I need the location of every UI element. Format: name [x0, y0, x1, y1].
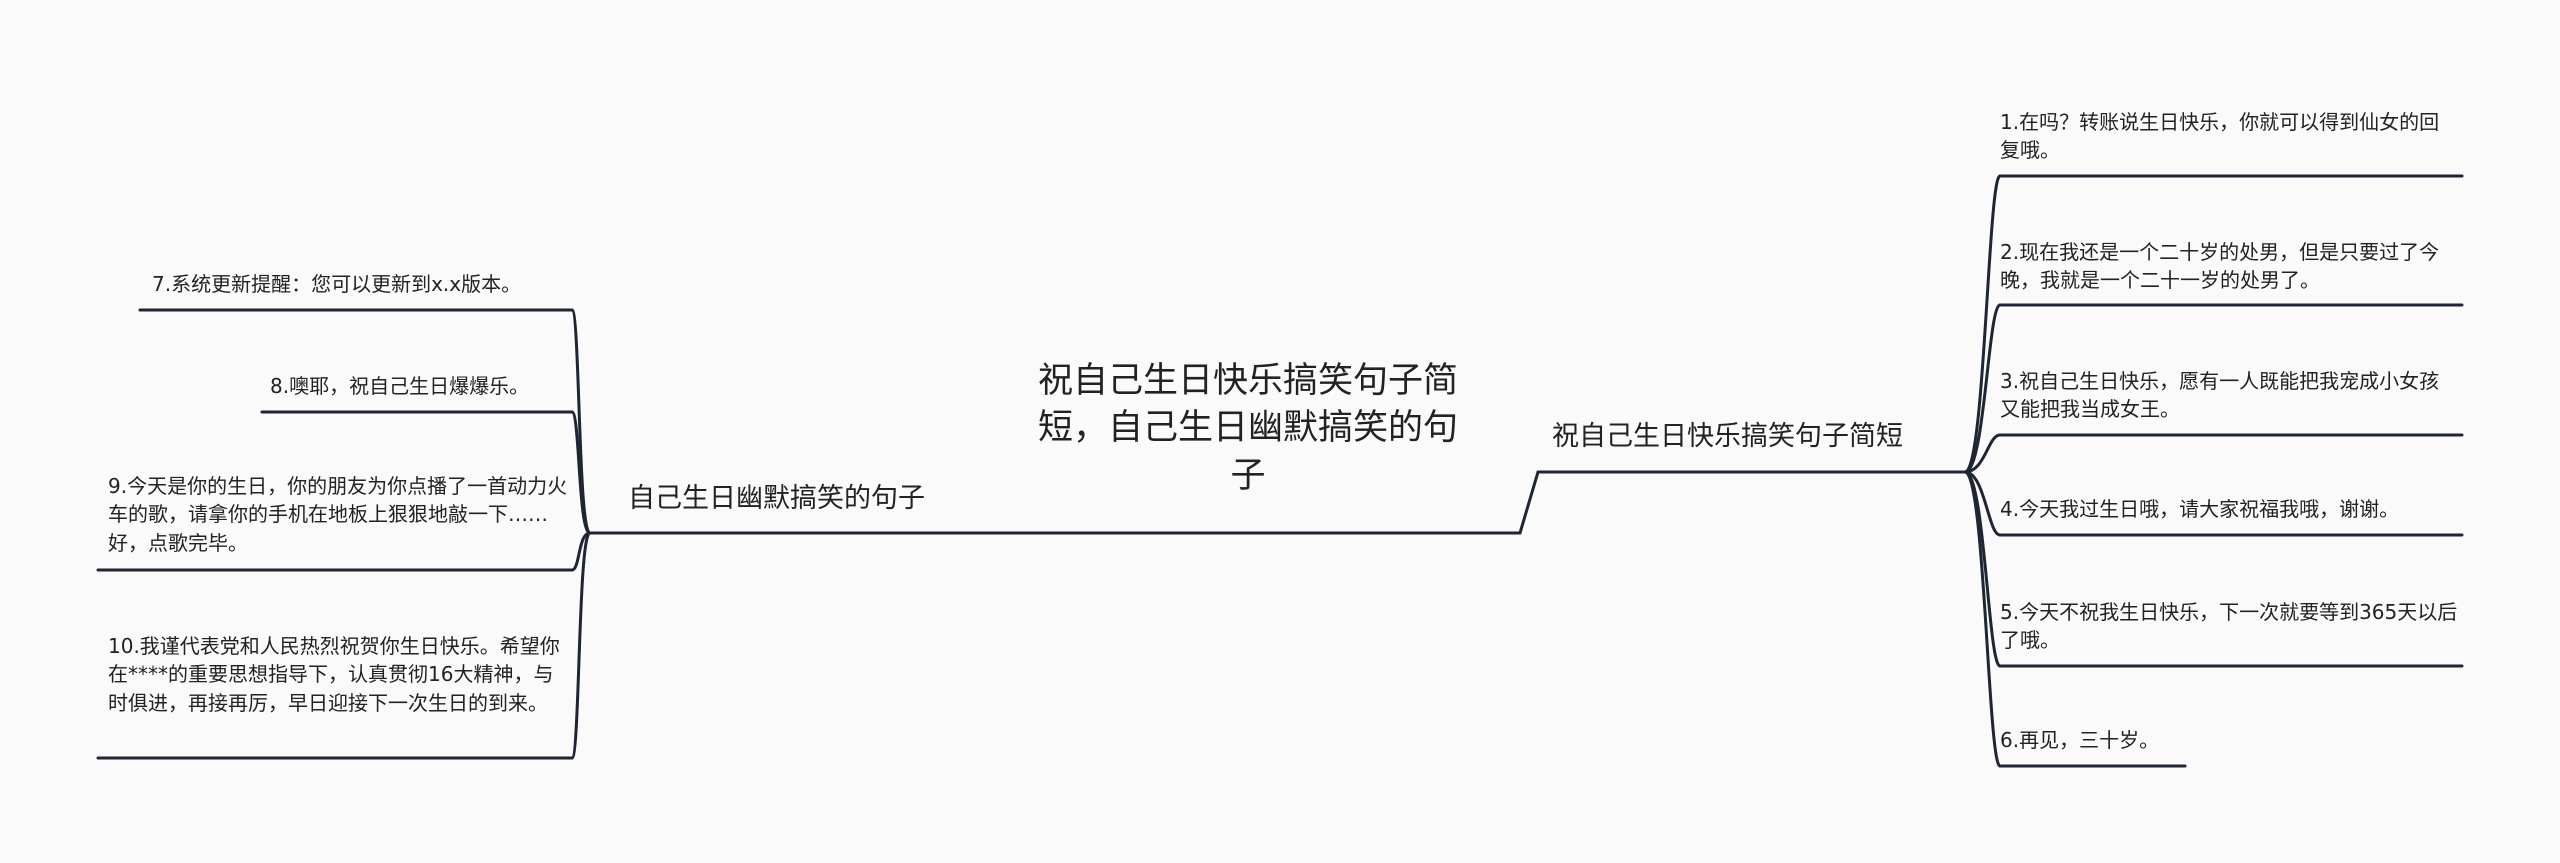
right-link-4	[1963, 470, 2002, 537]
right-link-3	[1963, 433, 2002, 474]
left-link-8	[570, 410, 592, 535]
left-leaf-8: 8.噢耶，祝自己生日爆爆乐。	[270, 374, 530, 398]
right-leaf-3: 3.祝自己生日快乐，愿有一人既能把我宠成小女孩又能把我当成女王。	[2000, 369, 2440, 422]
right-leaf-6: 6.再见，三十岁。	[2000, 728, 2160, 752]
right-branch-label: 祝自己生日快乐搞笑句子简短	[1552, 421, 1903, 452]
root-to-right-branch	[1518, 470, 1540, 535]
right-link-1	[1963, 174, 2002, 474]
left-branch-label: 自己生日幽默搞笑的句子	[628, 483, 925, 514]
right-leaf-4: 4.今天我过生日哦，请大家祝福我哦，谢谢。	[2000, 497, 2400, 521]
left-leaf-9: 9.今天是你的生日，你的朋友为你点播了一首动力火车的歌，请拿你的手机在地板上狠狠…	[108, 474, 568, 555]
right-link-2	[1963, 303, 2002, 474]
left-leaf-7: 7.系统更新提醒：您可以更新到x.x版本。	[152, 272, 522, 296]
right-leaf-2: 2.现在我还是一个二十岁的处男，但是只要过了今晚，我就是一个二十一岁的处男了。	[2000, 240, 2440, 293]
right-leaf-5: 5.今天不祝我生日快乐，下一次就要等到365天以后了哦。	[2000, 600, 2458, 653]
root-topic: 祝自己生日快乐搞笑句子简短，自己生日幽默搞笑的句子	[1037, 361, 1458, 496]
right-link-6	[1963, 470, 2002, 768]
left-leaf-10: 10.我谨代表党和人民热烈祝贺你生日快乐。希望你在****的重要思想指导下，认真…	[108, 634, 560, 715]
left-link-10	[570, 531, 592, 760]
right-leaf-1: 1.在吗？转账说生日快乐，你就可以得到仙女的回复哦。	[2000, 110, 2440, 163]
